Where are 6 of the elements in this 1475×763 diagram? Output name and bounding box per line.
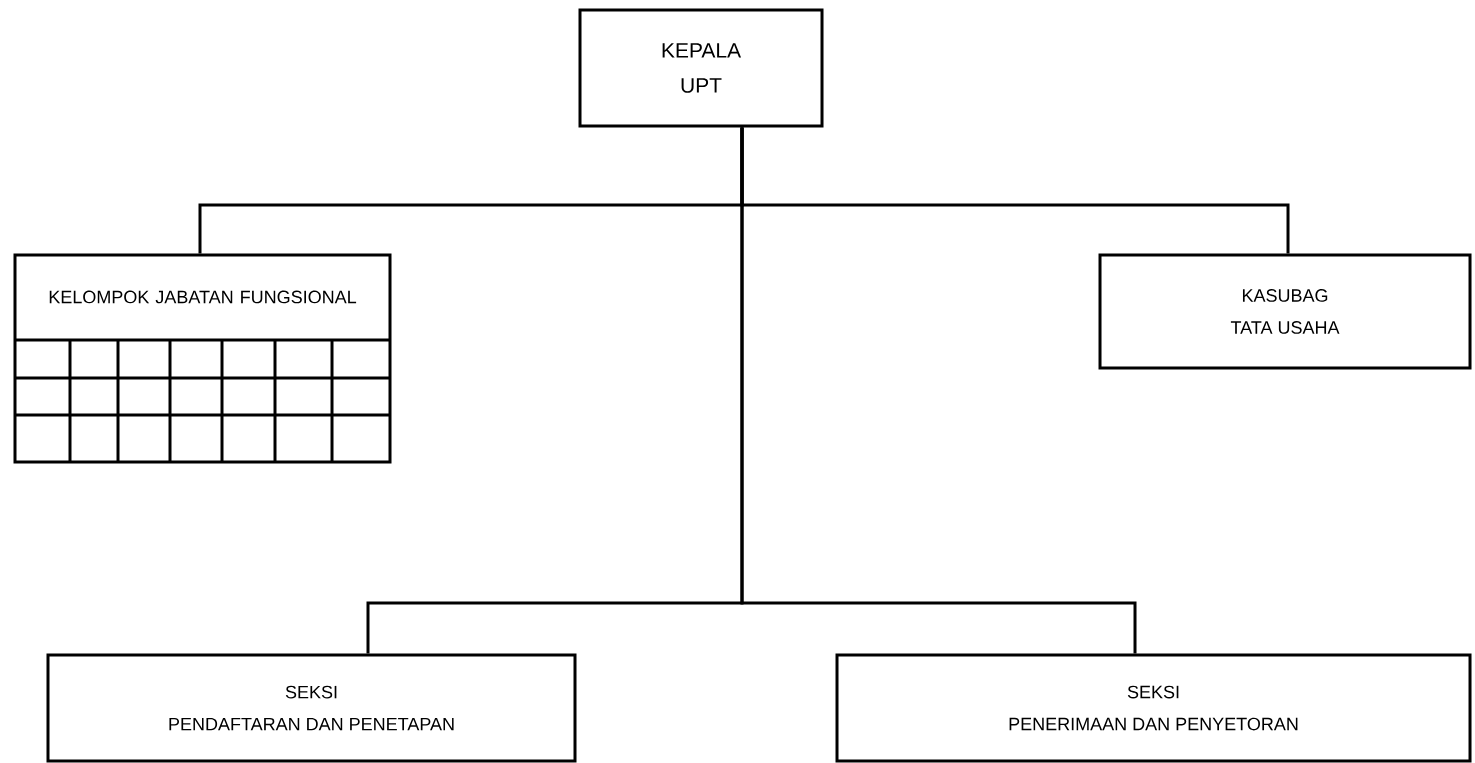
org-box: KASUBAG TATA USAHA [1098,253,1472,370]
org-box: SEKSI PENDAFTARAN DAN PENETAPAN [46,653,577,763]
connector-line [740,127,1137,654]
org-box: SEKSI PENERIMAAN DAN PENYETORAN [835,653,1472,763]
org-box: KEPALA UPT [578,8,824,128]
table-box: KELOMPOK JABATAN FUNGSIONAL [13,253,392,464]
